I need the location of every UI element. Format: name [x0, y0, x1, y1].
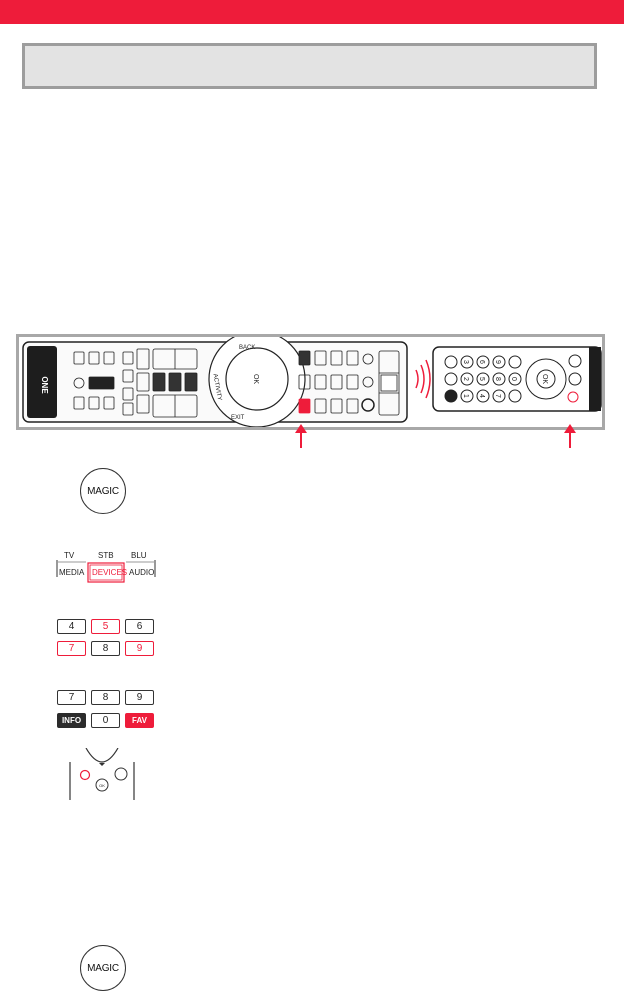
- key-5-highlighted: 5: [91, 619, 120, 634]
- selector-stb-label: STB: [98, 551, 114, 560]
- selector-devices-label: DEVICES: [92, 568, 128, 577]
- key-7-highlighted: 7: [57, 641, 86, 656]
- magic-key-icon-2: MAGIC: [80, 945, 126, 991]
- key-fav: FAV: [125, 713, 154, 728]
- selector-blu-label: BLU: [131, 551, 147, 560]
- small-digit-7: 7: [494, 394, 501, 398]
- snippet-ok-text: OK: [99, 783, 105, 788]
- magic-key-label: MAGIC: [87, 485, 119, 497]
- selector-audio-label: AUDIO: [129, 568, 155, 577]
- brand-text: ONE: [40, 376, 49, 394]
- magic-key-icon: MAGIC: [80, 468, 126, 514]
- key-4: 4: [57, 619, 86, 634]
- small-digit-5: 5: [478, 377, 485, 381]
- small-digit-8: 8: [494, 377, 501, 381]
- key-8: 8: [91, 690, 120, 705]
- key-info: INFO: [57, 713, 86, 728]
- small-digit-6: 6: [478, 360, 485, 364]
- remote-snippet-illustration: OK: [68, 748, 136, 800]
- small-digit-0: 0: [510, 377, 517, 381]
- fav-key-arrow: [295, 424, 307, 448]
- small-digit-1: 1: [462, 394, 469, 398]
- selector-outline: [56, 560, 156, 583]
- remote-large-illustration: ONE OK BACK ACTIVITY EXIT: [22, 337, 602, 427]
- key-6: 6: [125, 619, 154, 634]
- title-box: [22, 43, 597, 89]
- wheel-ok-text: OK: [252, 374, 259, 384]
- wheel-activity-text: ACTIVITY: [212, 373, 223, 401]
- key-9: 9: [125, 690, 154, 705]
- remote-photo-frame: ONE OK BACK ACTIVITY EXIT: [16, 334, 605, 430]
- small-digit-4: 4: [478, 394, 485, 398]
- key-8: 8: [91, 641, 120, 656]
- key-7: 7: [57, 690, 86, 705]
- selector-media-label: MEDIA: [59, 568, 85, 577]
- key-0: 0: [91, 713, 120, 728]
- small-digit-2: 2: [462, 377, 469, 381]
- selector-tv-label: TV: [64, 551, 75, 560]
- wheel-exit-text: EXIT: [231, 415, 245, 421]
- small-ok-text: OK: [541, 374, 548, 384]
- magic-key-label-2: MAGIC: [87, 962, 119, 974]
- key-9-highlighted: 9: [125, 641, 154, 656]
- device-selector-illustration: TV STB BLU MEDIA DEVICES AUDIO: [56, 551, 156, 583]
- wheel-back-text: BACK: [239, 345, 255, 351]
- top-accent-bar: [0, 0, 624, 24]
- small-digit-9: 9: [494, 360, 501, 364]
- magic-key-arrow: [564, 424, 576, 448]
- small-digit-3: 3: [462, 360, 469, 364]
